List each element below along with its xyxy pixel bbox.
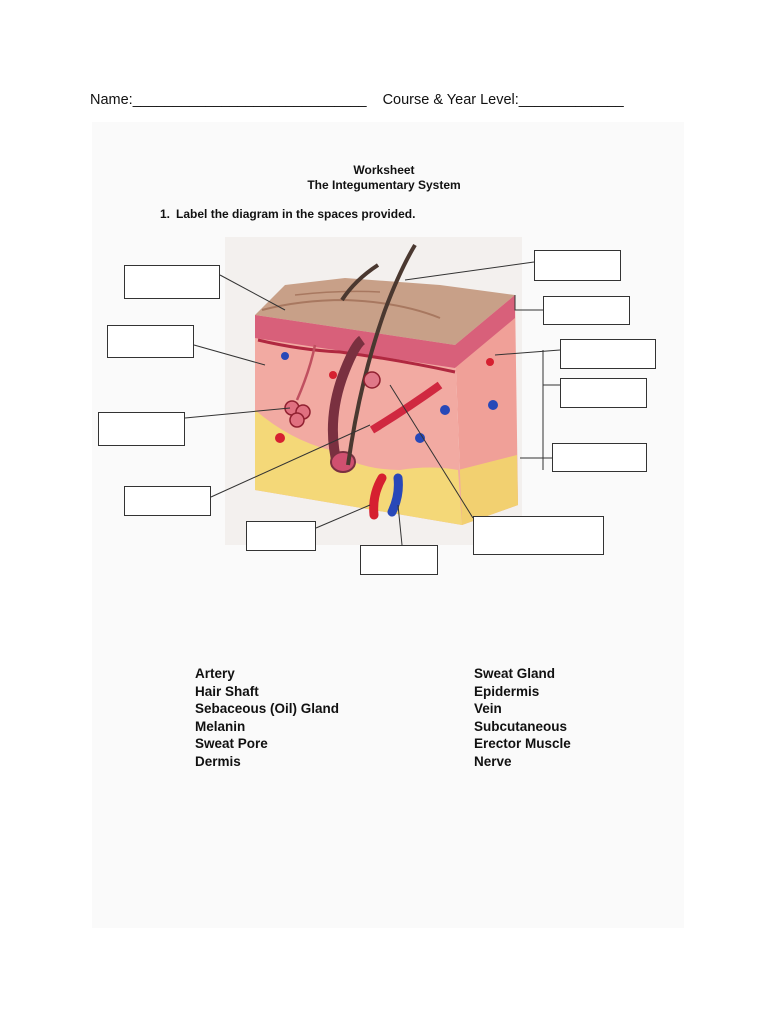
vessel-dot <box>440 405 450 415</box>
label-box-9[interactable] <box>543 296 630 325</box>
student-info-line: Name:_____________________________ Course… <box>90 92 690 108</box>
vein <box>387 473 403 517</box>
vessel-dot <box>281 352 289 360</box>
label-box-2[interactable] <box>107 325 194 358</box>
instruction-text: Label the diagram in the spaces provided… <box>176 207 416 221</box>
erector-muscle <box>369 381 443 434</box>
hair-follicle <box>327 335 366 470</box>
subcutaneous-layer <box>255 410 462 525</box>
hair-shaft <box>346 243 417 466</box>
word-bank-term: Subcutaneous <box>474 718 568 734</box>
label-box-10[interactable] <box>560 339 656 369</box>
vessel-dot <box>415 433 425 443</box>
word-bank-term: Sweat Gland <box>474 666 556 681</box>
label-box-8[interactable] <box>534 250 621 281</box>
label-box-5[interactable] <box>246 521 316 551</box>
label-box-4[interactable] <box>124 486 211 516</box>
basal-layer <box>257 338 456 374</box>
vessel-dot <box>486 358 494 366</box>
word-bank-term: Melanin <box>195 718 246 734</box>
word-bank-term: Artery <box>195 666 235 681</box>
word-bank-left: Artery Hair Shaft Sebaceous (Oil) Gland … <box>195 665 339 771</box>
artery <box>369 473 387 520</box>
short-hair <box>340 263 380 302</box>
worksheet-subtitle: The Integumentary System <box>307 178 461 192</box>
word-bank-term: Sweat Pore <box>195 736 268 752</box>
label-box-7[interactable] <box>473 516 604 555</box>
word-bank-term: Nerve <box>474 753 512 769</box>
vessel-dot <box>488 400 498 410</box>
instruction-number: 1. <box>160 207 171 221</box>
word-bank-term: Erector Muscle <box>474 736 571 752</box>
label-box-6[interactable] <box>360 545 438 575</box>
vessel-dot <box>329 371 337 379</box>
word-bank-term: Hair Shaft <box>195 683 259 699</box>
label-box-11[interactable] <box>560 378 647 408</box>
vessel-dot <box>275 433 285 443</box>
sweat-gland <box>284 400 311 428</box>
label-box-12[interactable] <box>552 443 647 472</box>
sweat-duct <box>295 344 317 401</box>
course-year-field[interactable]: Course & Year Level:_____________ <box>382 92 624 108</box>
instruction: 1. Label the diagram in the spaces provid… <box>160 207 415 221</box>
label-box-1[interactable] <box>124 265 220 299</box>
leader-lines <box>184 261 561 546</box>
epidermis-side <box>455 295 515 368</box>
word-bank-term: Sebaceous (Oil) Gland <box>195 701 340 717</box>
surface-texture-2 <box>294 290 381 296</box>
surface-texture <box>261 298 441 319</box>
word-bank-term: Vein <box>474 701 502 717</box>
worksheet-title: Worksheet <box>353 163 415 177</box>
word-bank-term: Dermis <box>195 753 241 769</box>
word-bank-term: Epidermis <box>474 683 540 699</box>
label-box-3[interactable] <box>98 412 185 446</box>
sebaceous-gland <box>363 371 381 389</box>
word-bank-right: Sweat Gland Epidermis Vein Subcutaneous … <box>474 665 571 771</box>
name-field[interactable]: Name:_____________________________ <box>90 92 367 108</box>
side-subcutaneous <box>458 455 518 525</box>
